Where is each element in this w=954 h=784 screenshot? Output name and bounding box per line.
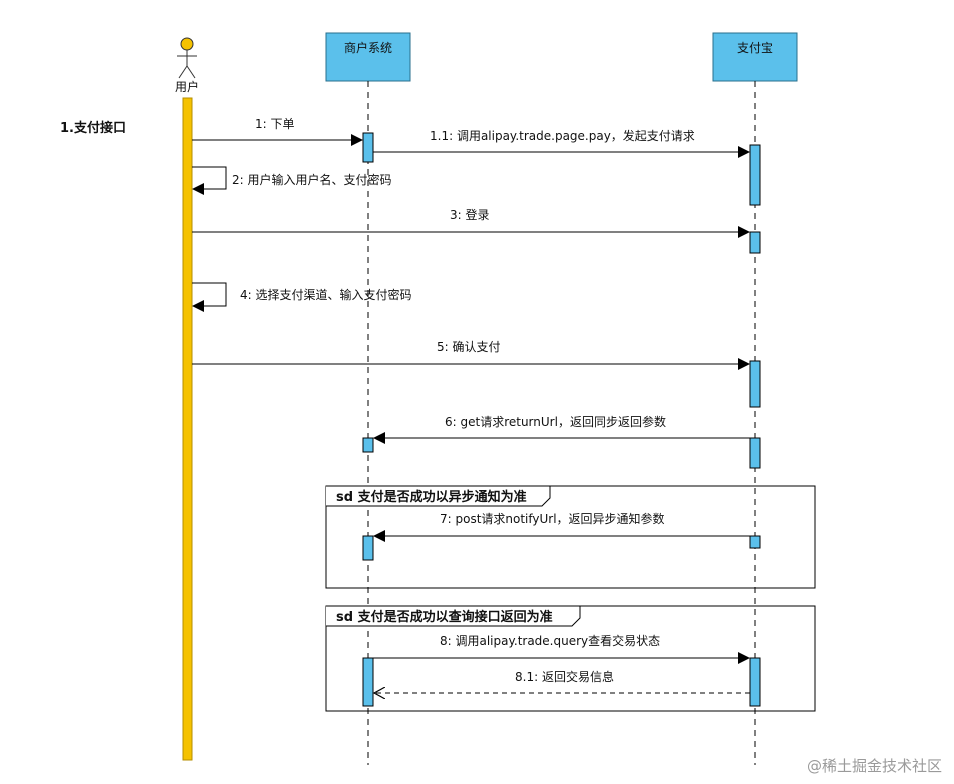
alipay-activation xyxy=(749,360,761,408)
merchant-activation xyxy=(362,132,374,163)
alipay-activation xyxy=(749,535,761,549)
alipay-participant-box xyxy=(712,32,798,82)
self-message-arrow xyxy=(192,282,227,312)
message-label: 1.1: 调用alipay.trade.page.pay，发起支付请求 xyxy=(430,128,695,143)
merchant-participant-box xyxy=(325,32,411,82)
alipay-activation xyxy=(749,231,761,254)
message-label: 2: 用户输入用户名、支付密码 xyxy=(232,172,392,187)
message-label: 3: 登录 xyxy=(450,207,490,222)
message-label: 8: 调用alipay.trade.query查看交易状态 xyxy=(440,633,660,648)
merchant-activation xyxy=(362,657,374,707)
self-message-arrow xyxy=(192,166,227,195)
message-label: 6: get请求returnUrl，返回同步返回参数 xyxy=(445,414,666,429)
fragment-async-label: sd 支付是否成功以异步通知为准 xyxy=(336,489,527,505)
user-activation-bar xyxy=(182,97,193,761)
message-label: 1: 下单 xyxy=(255,117,295,131)
merchant-activation xyxy=(362,535,374,561)
section-label: 1.支付接口 xyxy=(60,120,126,136)
alipay-participant-label: 支付宝 xyxy=(737,41,773,55)
alipay-activation xyxy=(749,437,761,469)
message-label: 8.1: 返回交易信息 xyxy=(515,669,614,684)
alipay-activation xyxy=(749,144,761,206)
fragment-async-notify: sd 支付是否成功以异步通知为准 xyxy=(325,485,816,589)
user-actor-icon xyxy=(177,37,197,79)
message-label: 5: 确认支付 xyxy=(437,340,501,354)
merchant-participant-label: 商户系统 xyxy=(344,40,392,55)
alipay-activation xyxy=(749,657,761,707)
message-label: 4: 选择支付渠道、输入支付密码 xyxy=(240,287,412,302)
fragment-query-label: sd 支付是否成功以查询接口返回为准 xyxy=(336,609,553,625)
merchant-activation xyxy=(362,437,374,453)
fragment-query-result: sd 支付是否成功以查询接口返回为准 xyxy=(325,605,816,712)
watermark: @稀土掘金技术社区 xyxy=(806,757,942,775)
actor-label: 用户 xyxy=(175,79,199,94)
message-label: 7: post请求notifyUrl，返回异步通知参数 xyxy=(440,511,665,526)
